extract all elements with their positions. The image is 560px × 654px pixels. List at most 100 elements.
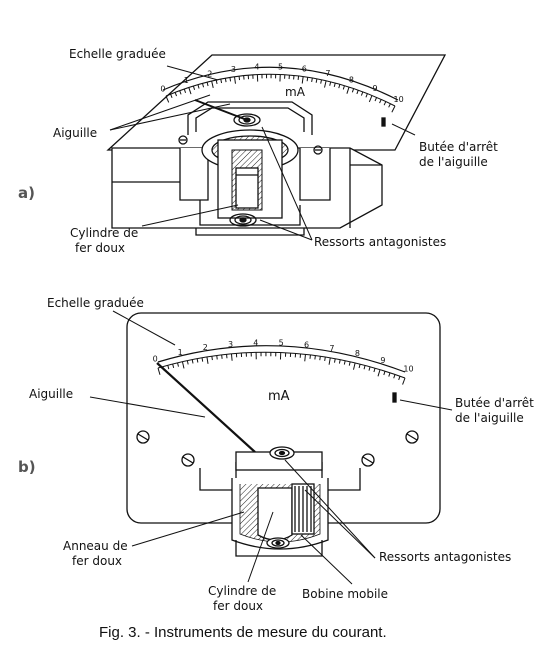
diagram-b-scale-minor-tick <box>358 363 361 369</box>
diagram-a-label-stop-line2: de l'aiguille <box>419 155 488 169</box>
diagram-a-scale-minor-tick <box>374 97 378 102</box>
diagram-b-scale-tick-label: 6 <box>304 340 309 349</box>
diagram-a-scale-minor-tick <box>215 79 218 85</box>
diagram-a-scale-minor-tick <box>183 88 187 93</box>
diagram-a-scale-tick-label: 3 <box>231 65 236 74</box>
diagram-a-bridge <box>187 101 313 135</box>
diagram-b-scale-tick-label: 8 <box>355 349 360 358</box>
diagram-b-scale-minor-tick <box>398 376 401 381</box>
diagram-b-scale-minor-tick <box>172 363 175 368</box>
diagram-a-scale-major-tick <box>301 76 304 84</box>
diagram-a-scale-minor-tick <box>197 84 200 89</box>
diagram-a-scale-major-tick <box>188 87 192 95</box>
diagram-a-label-scale: Echelle graduée <box>69 47 166 61</box>
diagram-b-scale-tick-label: 2 <box>203 343 208 352</box>
diagram-b-section-label: b) <box>18 458 36 476</box>
diagram-b-screws <box>136 430 419 467</box>
diagram-a-scale-minor-tick <box>351 88 355 93</box>
diagram-b-scale-minor-tick <box>393 374 396 379</box>
diagram-a-scale-minor-tick <box>306 77 309 82</box>
diagram-b-scale-major-tick <box>157 367 161 375</box>
diagram-a-needle <box>194 99 248 121</box>
diagram-a-scale-tick-label: 9 <box>373 84 378 93</box>
diagram-b-label-stop-line2: de l'aiguille <box>455 411 524 425</box>
diagram-a-scale-arc <box>162 66 399 101</box>
diagram-a-stop-pin <box>381 117 386 127</box>
diagram-a-scale-major-tick <box>211 80 214 88</box>
diagram-a-unit: mA <box>285 85 306 99</box>
diagram-b-label-needle: Aiguille <box>29 387 74 401</box>
figure-caption: Fig. 3. - Instruments de mesure du coura… <box>99 624 387 641</box>
diagram-b-stop-pin <box>392 392 397 403</box>
diagram-b-unit: mA <box>268 389 290 404</box>
diagram-b-scale-minor-tick <box>177 362 179 367</box>
diagram-a-scale-minor-tick <box>342 85 345 90</box>
diagram-b-scale-minor-tick <box>324 356 326 361</box>
diagram-b-scale-major-tick <box>377 369 381 377</box>
diagram-a-scale-minor-tick <box>311 77 313 83</box>
diagram-a-scale-tick-label: 8 <box>349 75 354 84</box>
diagram-b-label-stop-line1: Butée d'arrêt <box>455 396 534 410</box>
diagram-b-scale-minor-tick <box>363 365 366 370</box>
diagram-b-lower-spring <box>266 537 290 549</box>
diagram-b-needle <box>156 362 256 453</box>
diagram-b-scale-minor-tick <box>373 368 376 373</box>
diagram-a-scale-minor-tick <box>229 77 232 82</box>
diagram-a-scale-minor-tick <box>365 93 368 98</box>
diagram-b-scale-minor-tick <box>343 360 346 365</box>
diagram-a-scale-minor-tick <box>179 90 182 95</box>
diagram-b-scale-tick-label: 7 <box>329 344 334 353</box>
diagram-a-scale-minor-tick <box>220 78 223 84</box>
diagram-a-scale-major-tick <box>233 76 236 84</box>
diagram-b-scale-tick-label: 1 <box>178 348 183 357</box>
diagram-a-leaders <box>109 65 416 241</box>
diagram-a-ticks <box>165 74 396 113</box>
diagram-a-scale-major-tick <box>391 105 396 113</box>
diagram-b-label-springs: Ressorts antagonistes <box>379 550 512 564</box>
diagram-b-scale-minor-tick <box>191 359 194 364</box>
diagram-a-label-cylinder-line1: Cylindre de <box>70 226 139 240</box>
diagram-a-scale-minor-tick <box>202 83 205 88</box>
diagram-a-label-springs: Ressorts antagonistes <box>314 235 447 249</box>
diagram-a-scale-tick-label: 10 <box>394 95 404 104</box>
diagram-b-scale-minor-tick <box>201 357 204 362</box>
diagram-b-upper-spring <box>269 446 295 460</box>
diagram-a-scale-minor-tick <box>338 84 341 89</box>
diagram-a-scale-minor-tick <box>333 82 336 88</box>
diagram-a-scale-minor-tick <box>192 85 196 90</box>
diagram-a-label-cylinder-line2: fer doux <box>75 241 126 255</box>
diagram-a-scale-tick-label: 5 <box>278 63 283 72</box>
diagram-a-scale-major-tick <box>165 95 170 103</box>
diagram-a-scale-tick-label: 1 <box>184 76 189 85</box>
diagram-a-scale-minor-tick <box>356 89 359 95</box>
diagram-a-iron-cylinder <box>235 167 259 209</box>
diagram-b-ticks <box>157 352 406 385</box>
diagram-b-scale-tick-label: 0 <box>153 354 158 363</box>
diagram-b-scale-tick-label: 9 <box>380 356 385 365</box>
diagram-a-scale-tick-label: 2 <box>207 69 212 78</box>
diagram-b-label-coil: Bobine mobile <box>302 587 389 601</box>
diagram-a-scale-minor-tick <box>379 99 382 104</box>
diagram-b-scale-major-tick <box>230 353 233 361</box>
diagram-a-section-label: a) <box>18 184 35 202</box>
diagram-b-label-scale: Echelle graduée <box>47 296 144 310</box>
diagram-b-label-ring-line2: fer doux <box>72 554 123 568</box>
diagram-b-scale-minor-tick <box>388 372 391 377</box>
diagram-a-scale-minor-tick <box>206 82 209 87</box>
diagram-a-lower-spring <box>229 213 257 227</box>
diagram-a-scale-minor-tick <box>315 78 318 83</box>
diagram-b-scale-major-tick <box>206 356 209 364</box>
diagram-a-scale-minor-tick <box>388 103 391 108</box>
diagram-a-scale-major-tick <box>324 80 327 88</box>
diagram-b-scale-tick-label: 4 <box>253 338 258 347</box>
diagram-a-scale-minor-tick <box>383 101 387 106</box>
diagram-a-scale-tick-label: 7 <box>325 69 330 78</box>
diagram-b-iron-cylinder <box>257 487 293 541</box>
diagram-b-label-ring-line1: Anneau de <box>63 539 128 553</box>
diagram-b-scale-tick-label: 3 <box>228 340 233 349</box>
